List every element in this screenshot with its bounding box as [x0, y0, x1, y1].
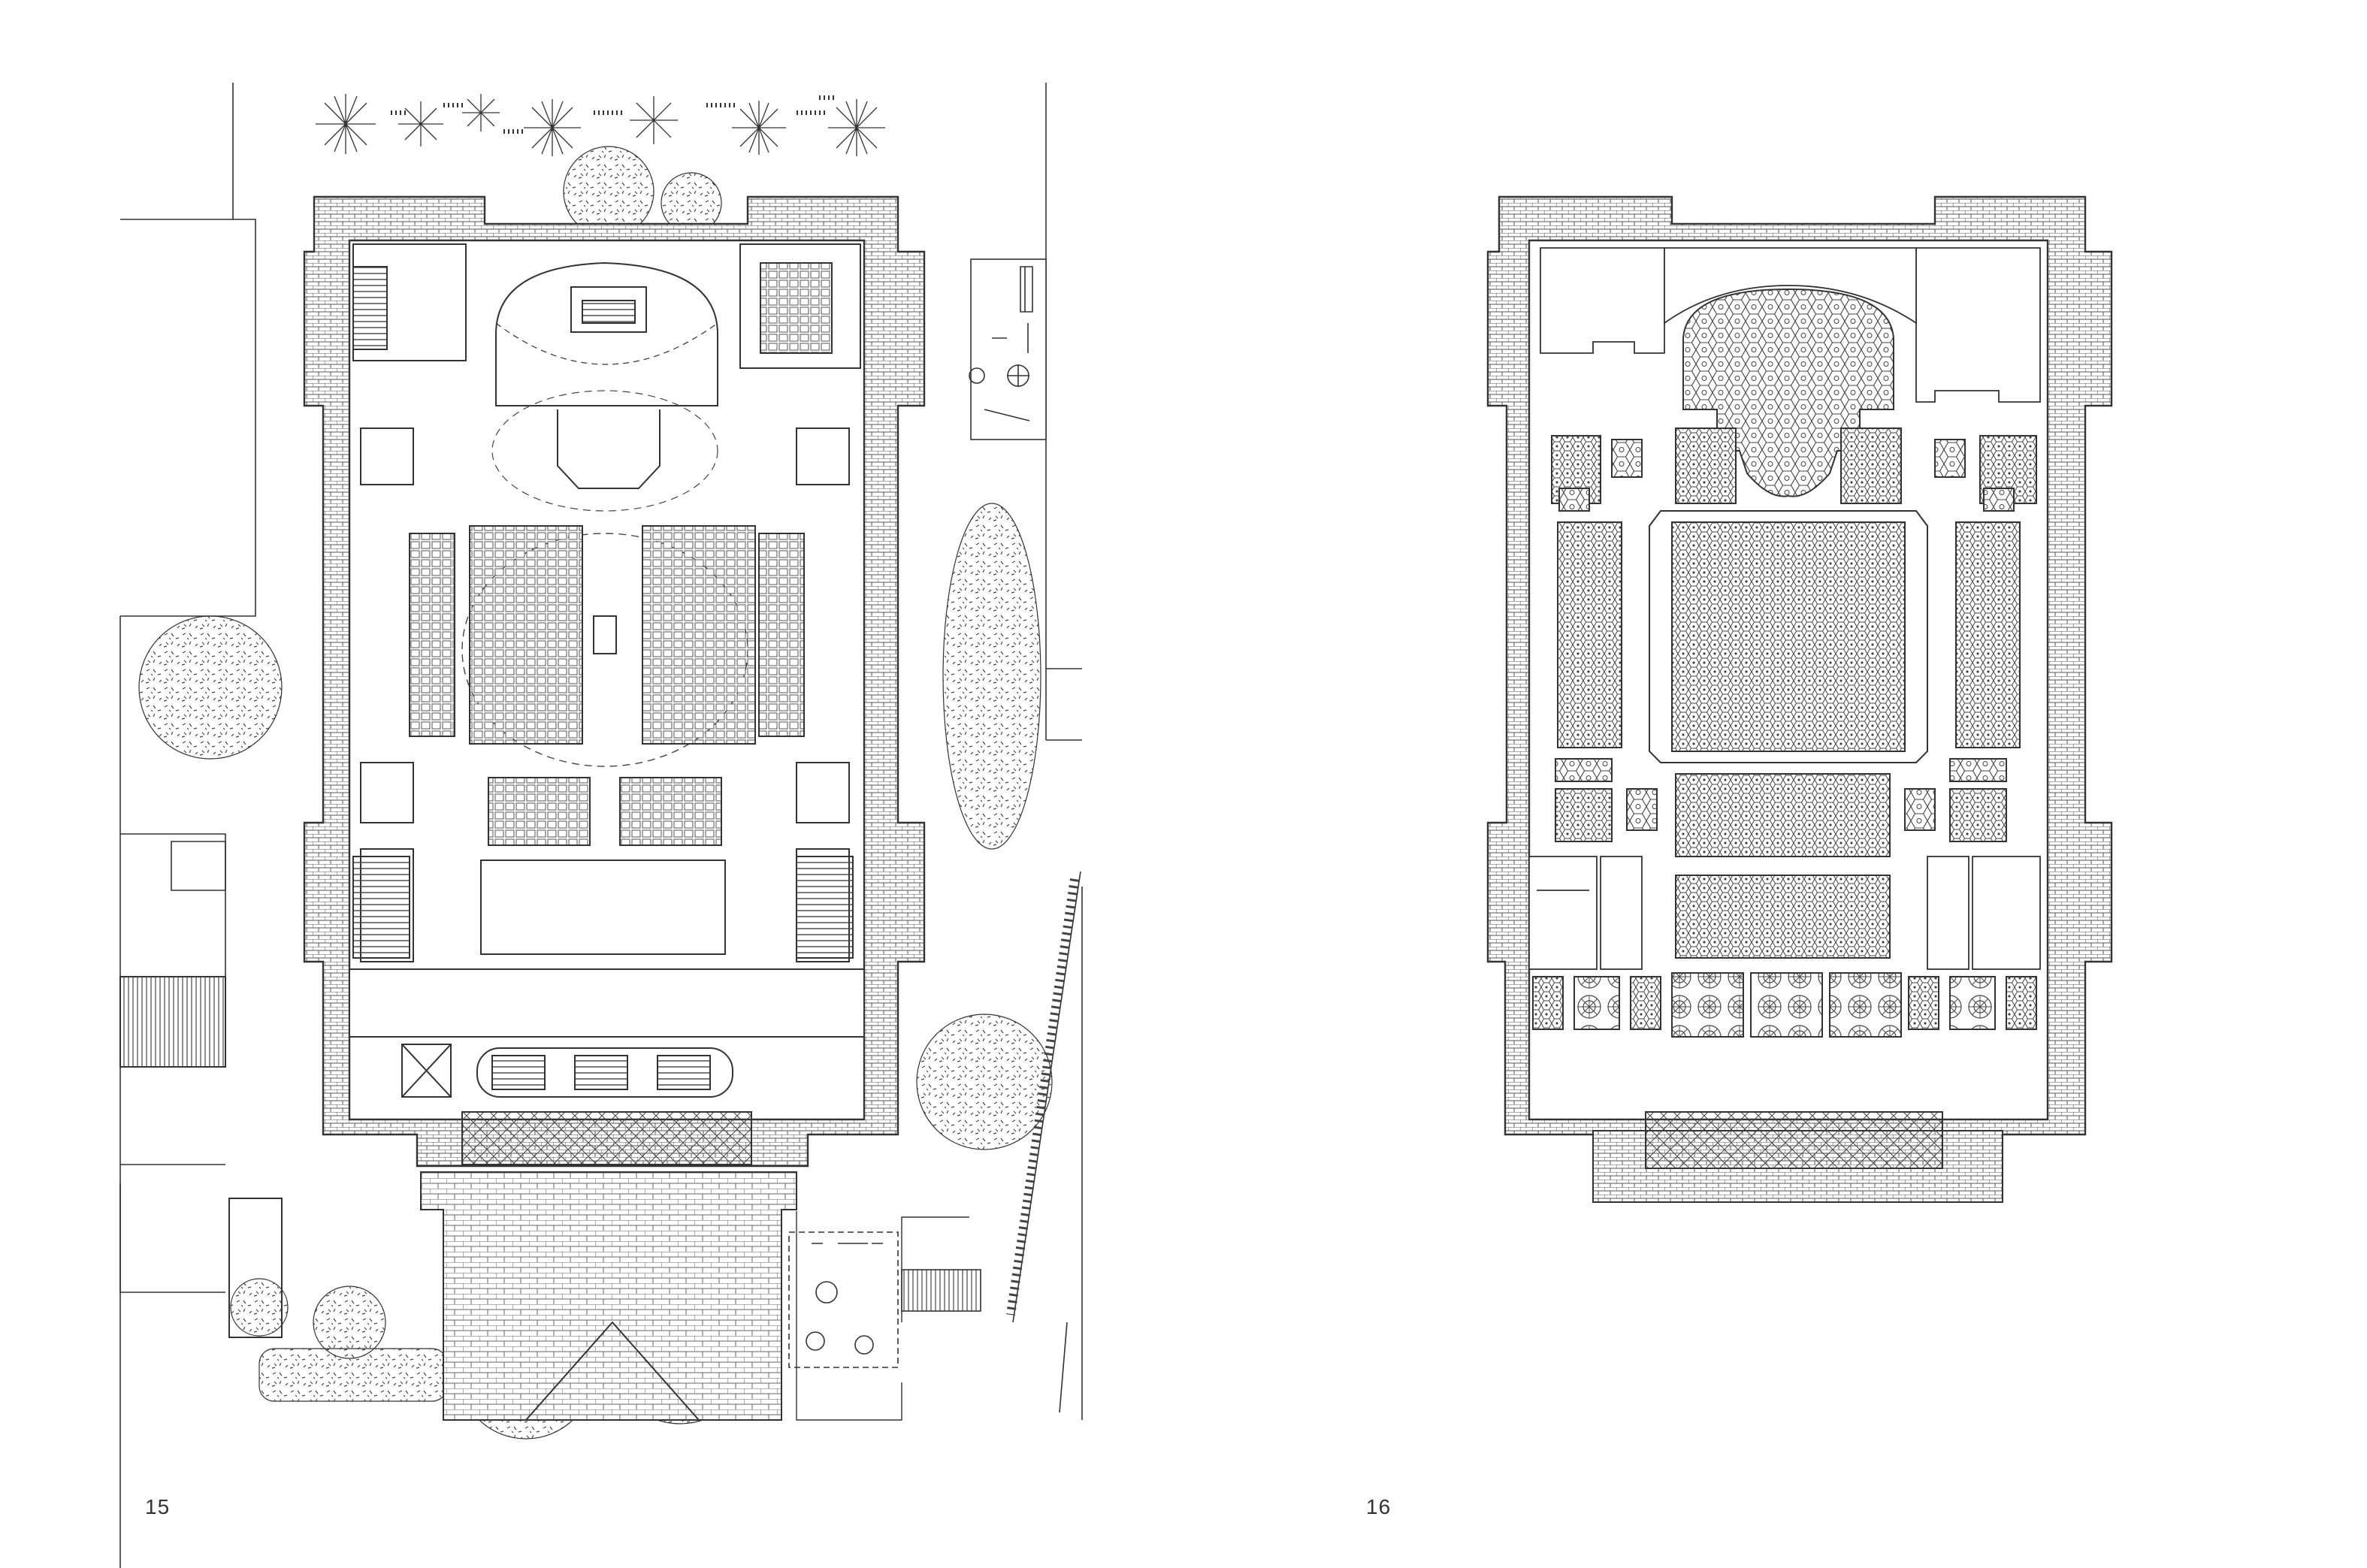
hedge-east: [1006, 878, 1079, 1316]
side-carpet-right: [1955, 521, 2021, 748]
pavement-plan: [1486, 195, 2113, 1203]
entrance-steps-hatched: [461, 1111, 752, 1165]
panel-row-middle: [1555, 758, 2007, 857]
panel-row-top: [1551, 427, 2037, 512]
tree-east: [916, 1014, 1053, 1150]
church-building: [303, 195, 926, 1168]
central-carpet: [1649, 510, 1928, 763]
entrance-porch: [401, 1044, 752, 1165]
tree-south-4: [230, 1278, 289, 1337]
pews: [409, 525, 805, 846]
sacristy-rooms: [352, 243, 861, 369]
entrance-steps-hatched: [1645, 1111, 1943, 1169]
forecourt-chevron: [525, 1321, 700, 1421]
site-boundaries: [119, 83, 1083, 1568]
interior-floor: [348, 239, 866, 1121]
neighbour-roof-hatched: [119, 976, 226, 1068]
tree-west: [138, 615, 283, 760]
terrace: [788, 1231, 981, 1368]
page-right: 16: [1184, 0, 2367, 1568]
playground: [969, 258, 1047, 440]
page-number: 15: [145, 1495, 171, 1518]
narthex-bays: [1528, 856, 2041, 970]
tree-south-3: [313, 1286, 386, 1359]
pulpit: [593, 615, 617, 654]
hedge-south: [258, 1348, 448, 1402]
tree-row-east: [942, 503, 1041, 850]
narthex-carpet: [1675, 875, 1891, 959]
north-garden-plants: [316, 94, 885, 156]
forecourt-paving: [420, 1171, 797, 1421]
narthex: [349, 856, 865, 1038]
side-carpet-left: [1557, 521, 1622, 748]
ground-floor-site-plan: [119, 83, 1083, 1568]
page-number: 16: [1366, 1495, 1392, 1518]
upper-rooms: [1540, 247, 2041, 403]
rosette-strip: [1532, 972, 2037, 1038]
page-left: 15: [119, 83, 1083, 1568]
apse: [495, 261, 718, 489]
